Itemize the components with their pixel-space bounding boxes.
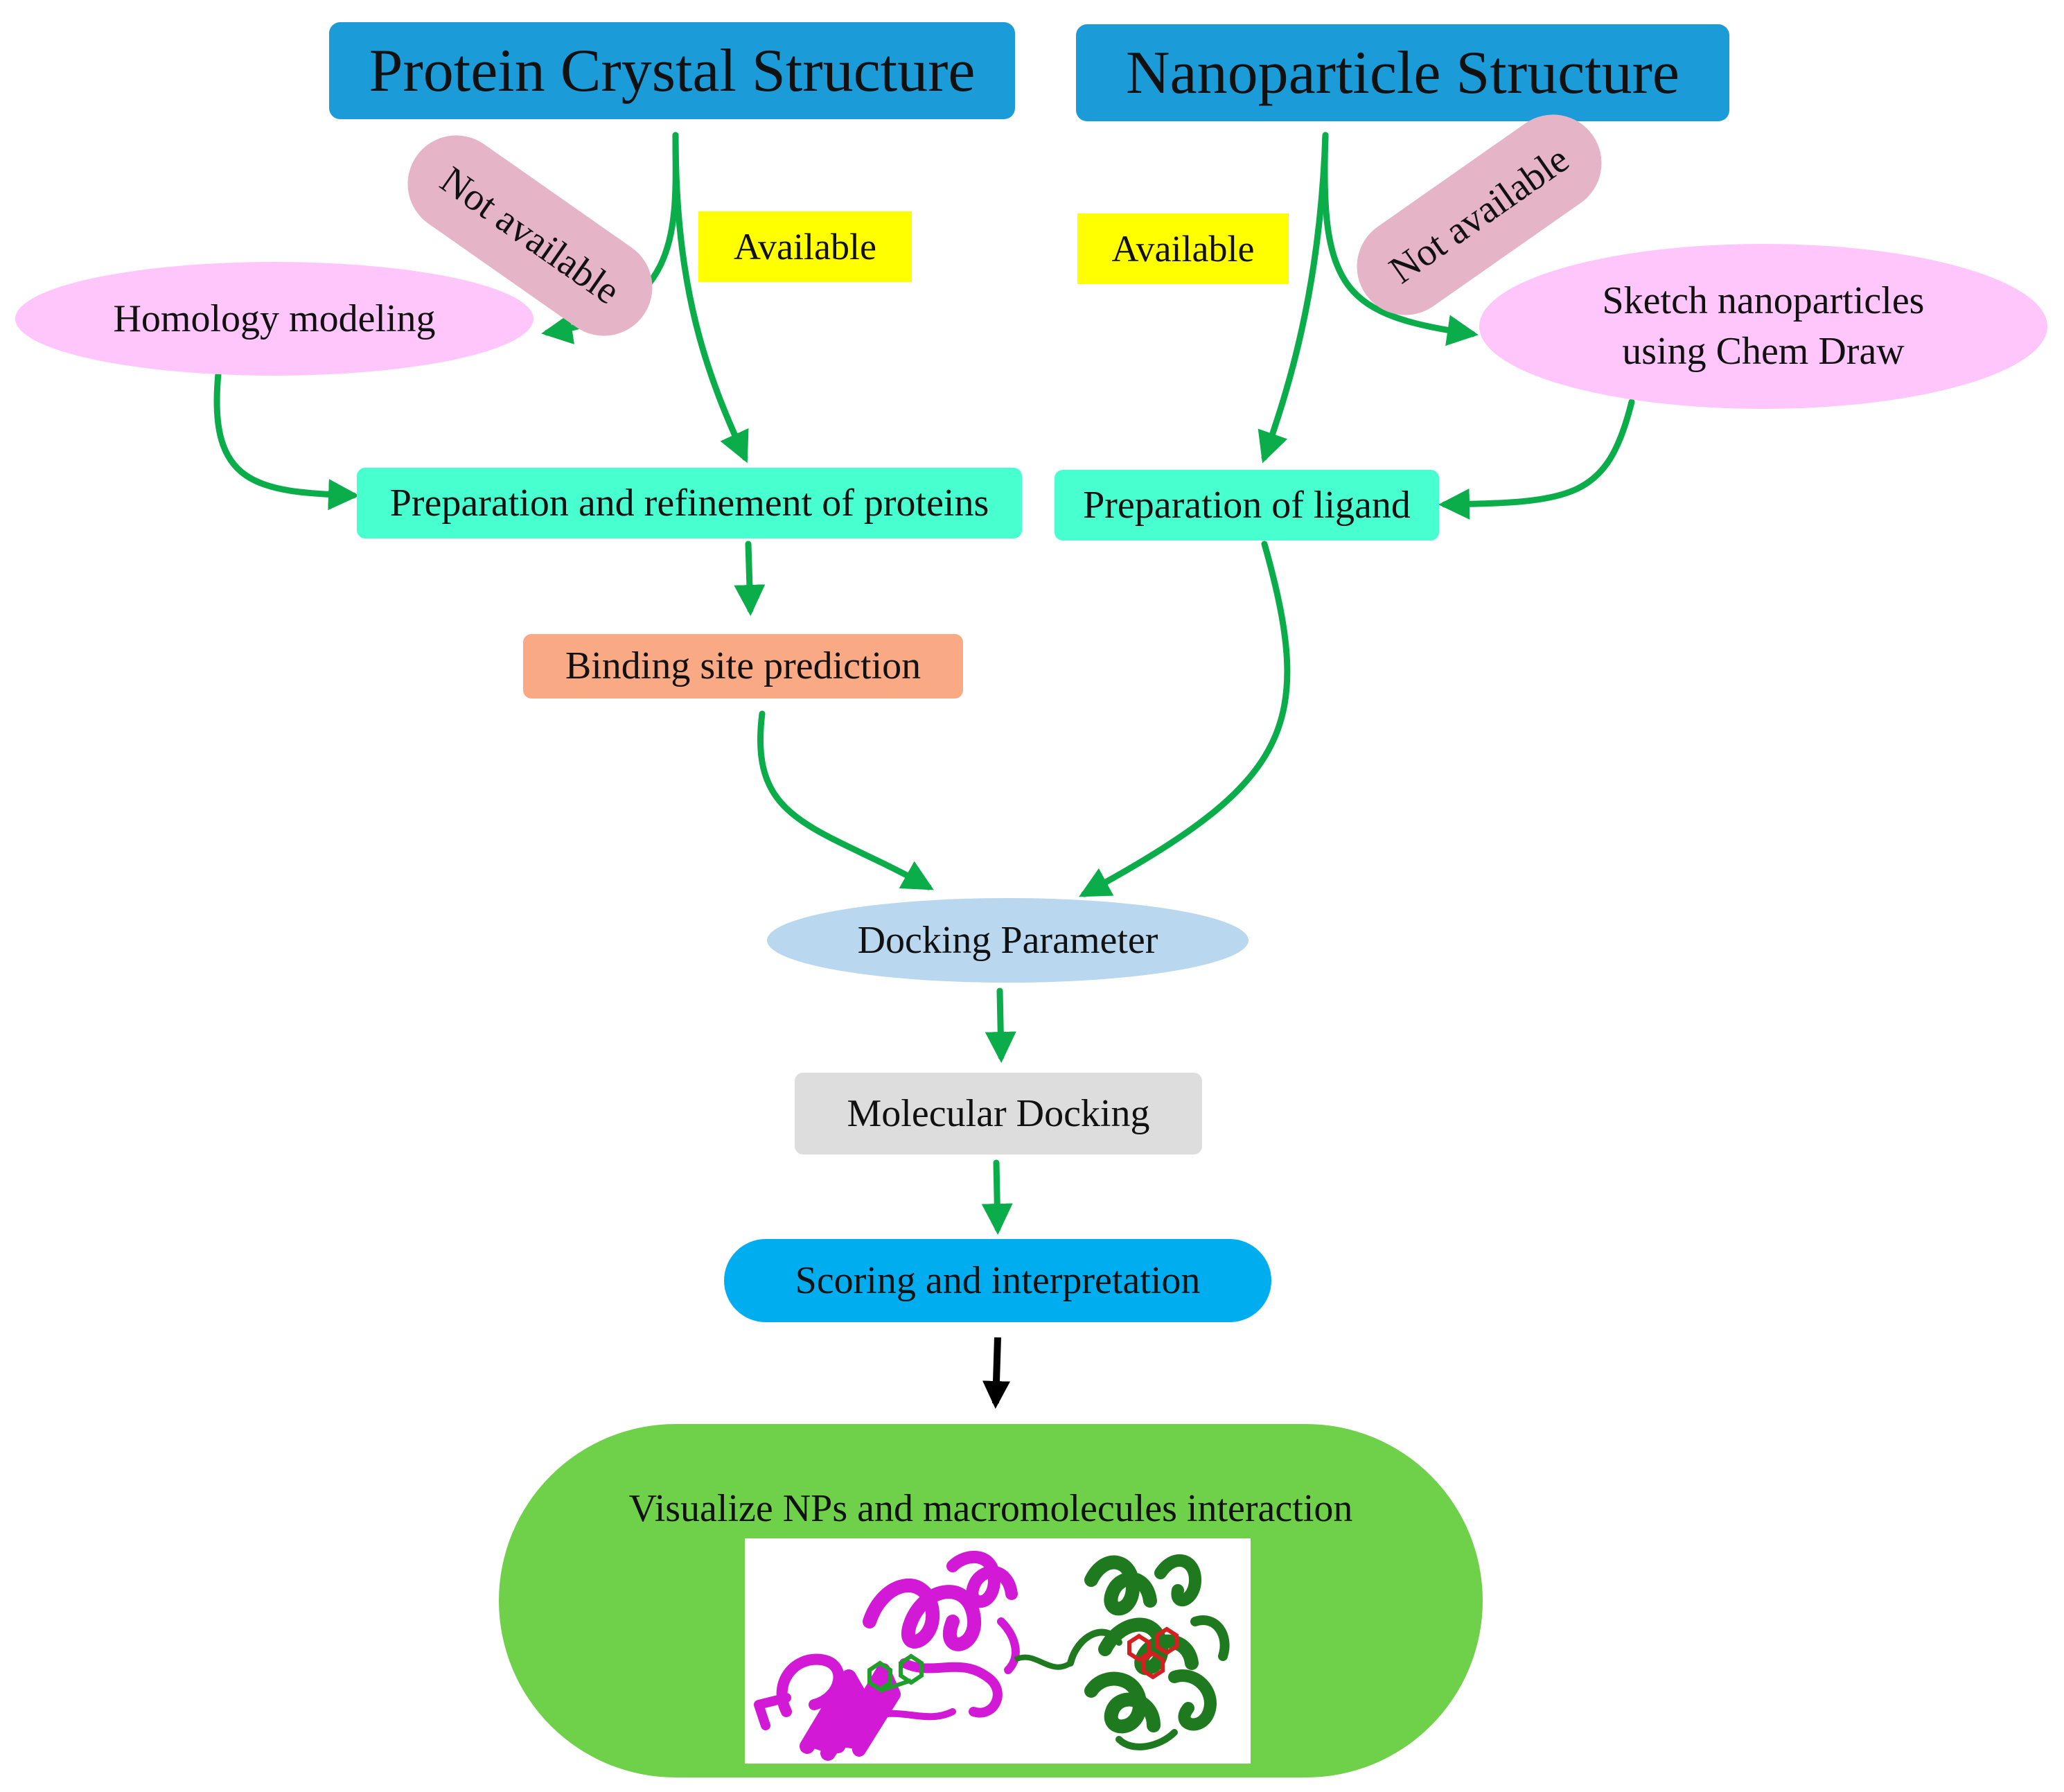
preparation-proteins-label: Preparation and refinement of proteins [389,481,989,525]
green-protein-ribbon [1067,1554,1230,1750]
protein-structure-images [745,1538,1251,1764]
binding-site-label: Binding site prediction [565,644,921,688]
scoring-interpretation-pill: Scoring and interpretation [724,1239,1271,1322]
connecting-loop [1014,1654,1073,1670]
green-ligand-in-magenta [867,1653,924,1693]
red-ligand-in-green [1127,1626,1179,1680]
visualize-interaction-label: Visualize NPs and macromolecules interac… [628,1487,1353,1530]
molecular-docking-box: Molecular Docking [795,1073,1202,1154]
arrow-docking-to-molecular [985,987,1016,1063]
preparation-ligand-box: Preparation of ligand [1055,470,1439,541]
homology-modeling-ellipse: Homology modeling [15,262,533,376]
protein-crystal-structure-label: Protein Crystal Structure [369,37,976,105]
homology-modeling-label: Homology modeling [113,297,436,340]
arrow-molecular-to-scoring [981,1159,1013,1235]
arrow-prep-to-binding [734,541,766,616]
nano-available-label: Available [1111,228,1255,270]
preparation-proteins-box: Preparation and refinement of proteins [357,468,1022,538]
arrow-sketch-to-ligand [1438,398,1635,520]
protein-available-label: Available [734,226,876,267]
nanoparticle-structure-box: Nanoparticle Structure [1076,24,1729,121]
preparation-ligand-label: Preparation of ligand [1083,483,1411,527]
sketch-nanoparticles-ellipse: Sketch nanoparticles using Chem Draw [1479,244,2047,409]
docking-parameter-label: Docking Parameter [857,918,1158,962]
scoring-interpretation-label: Scoring and interpretation [795,1258,1201,1302]
arrow-nano-to-ligand [1258,132,1329,464]
nano-available-tag: Available [1077,213,1289,284]
arrow-ligand-to-docking [1079,541,1291,897]
docking-parameter-ellipse: Docking Parameter [767,898,1249,983]
molecular-docking-label: Molecular Docking [847,1091,1150,1135]
sketch-line2-label: using Chem Draw [1622,330,1905,373]
protein-crystal-structure-box: Protein Crystal Structure [329,22,1015,119]
arrow-protein-to-prep [672,132,749,464]
binding-site-box: Binding site prediction [523,634,963,699]
arrow-binding-to-docking [757,710,934,890]
arrow-homology-to-prep [213,371,360,511]
sketch-line1-label: Sketch nanoparticles [1602,279,1925,323]
protein-ribbon-illustration [754,1551,1230,1761]
arrow-scoring-to-visualize [982,1337,1011,1409]
protein-available-tag: Available [698,211,912,282]
nanoparticle-structure-label: Nanoparticle Structure [1125,39,1679,107]
magenta-protein-ribbon [754,1551,1020,1761]
visualize-interaction-capsule: Visualize NPs and macromolecules interac… [499,1424,1483,1777]
